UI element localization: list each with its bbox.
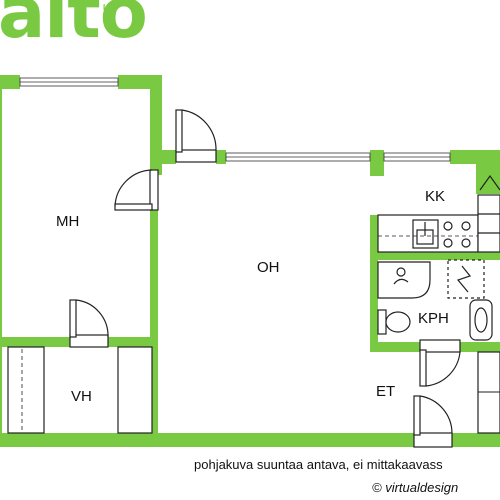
bathroom-fixtures — [377, 259, 493, 341]
copyright-text: © virtualdesign — [372, 480, 459, 495]
room-label-vh: VH — [71, 388, 92, 405]
room-label-kph: KPH — [418, 310, 449, 327]
walls — [0, 75, 500, 447]
room-label-mh: MH — [56, 213, 80, 230]
kitchen-fixtures — [377, 174, 500, 253]
disclaimer-text: pohjakuva suuntaa antava, ei mittakaavas… — [194, 457, 443, 472]
brand-suffix: LKV — [103, 3, 119, 12]
room-label-et: ET — [376, 383, 396, 400]
room-label-kk: KK — [425, 188, 446, 205]
windows — [19, 77, 451, 162]
doors — [69, 109, 461, 448]
brand-logo: aito — [0, 0, 148, 54]
room-label-oh: OH — [257, 259, 280, 276]
